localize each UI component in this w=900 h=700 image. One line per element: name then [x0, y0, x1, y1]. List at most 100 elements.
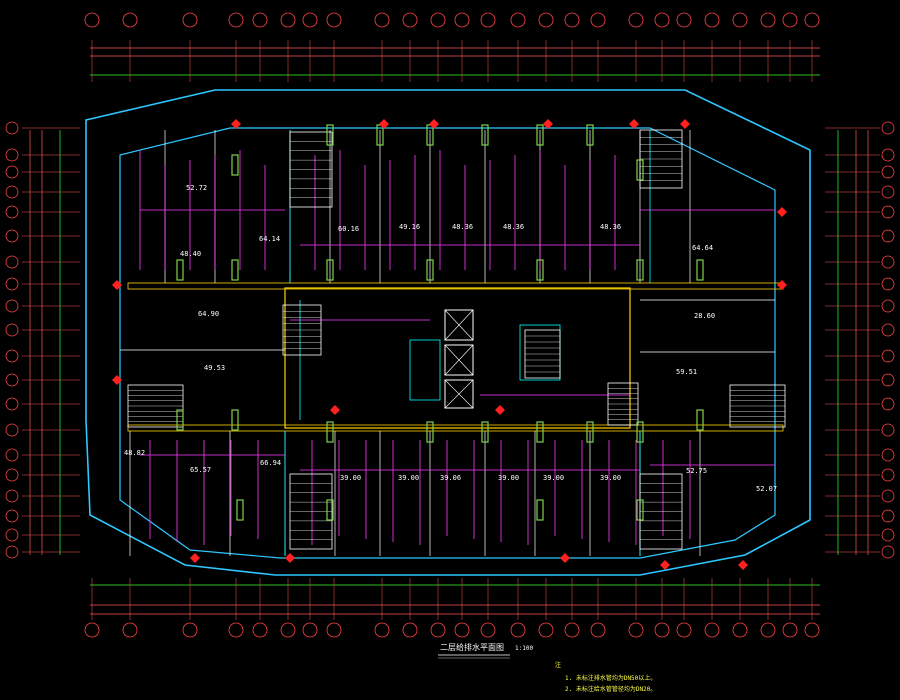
stair-layer	[127, 129, 786, 550]
structural-column	[231, 154, 239, 176]
room-area-label: 65.57	[190, 466, 211, 474]
grid-bubble	[122, 12, 138, 28]
structural-column	[536, 499, 544, 521]
grid-bubble	[5, 205, 19, 219]
grid-bubble	[804, 622, 820, 638]
grid-bubble	[628, 12, 644, 28]
fixture-marker	[660, 560, 670, 570]
fixture-marker	[777, 207, 787, 217]
grid-bubble	[5, 397, 19, 411]
grid-bubble	[5, 148, 19, 162]
structural-column	[236, 499, 244, 521]
grid-bubble	[5, 448, 19, 462]
fixture-marker	[777, 280, 787, 290]
wall-layer	[120, 130, 784, 556]
notes-line-1: 1. 未标注排水管均为DN50以上。	[565, 674, 656, 682]
structural-column	[636, 259, 644, 281]
grid-bubble	[326, 622, 342, 638]
grid-bubble	[654, 12, 670, 28]
drawing-title-block: 二层给排水平面图 1:100	[438, 642, 533, 659]
grid-bubble	[454, 622, 470, 638]
room-area-label: 48.40	[180, 250, 201, 258]
drawing-notes: 注 1. 未标注排水管均为DN50以上。 2. 未标注给水管管径均为DN20。	[555, 661, 656, 693]
structural-column	[536, 421, 544, 443]
grid-bubble	[590, 12, 606, 28]
room-area-label: 39.00	[398, 474, 419, 482]
fixture-marker	[680, 119, 690, 129]
structural-column	[426, 259, 434, 281]
structural-column	[696, 259, 704, 281]
room-area-label: 39.00	[600, 474, 621, 482]
grid-bubble	[804, 12, 820, 28]
grid-bubble	[374, 12, 390, 28]
room-area-label: 48.36	[600, 223, 621, 231]
structural-column	[176, 409, 184, 431]
structural-column	[536, 124, 544, 146]
room-area-label: 48.82	[124, 449, 145, 457]
fixture-marker	[330, 405, 340, 415]
grid-bubble	[5, 277, 19, 291]
fixture-marker	[543, 119, 553, 129]
room-area-label: 66.94	[260, 459, 281, 467]
grid-bubble	[5, 299, 19, 313]
grid-bubble	[881, 373, 895, 387]
grid-bubble	[326, 12, 342, 28]
drawing-scale: 1:100	[515, 645, 533, 652]
grid-bubble	[5, 229, 19, 243]
fixture-markers	[112, 119, 787, 570]
grid-bubble	[5, 185, 19, 199]
grid-bubble	[881, 229, 895, 243]
grid-bubble	[510, 622, 526, 638]
grid-bubble	[564, 622, 580, 638]
room-area-label: 64.14	[259, 235, 280, 243]
grid-bubble	[182, 12, 198, 28]
grid-bubble	[5, 323, 19, 337]
grid-bubble	[5, 423, 19, 437]
grid-bubble	[881, 489, 895, 503]
structural-column	[636, 159, 644, 181]
grid-bubble	[782, 12, 798, 28]
grid-bubble	[881, 323, 895, 337]
grid-bubble	[881, 545, 895, 559]
grid-bubble	[480, 12, 496, 28]
grid-bubble	[480, 622, 496, 638]
grid-bubble	[5, 545, 19, 559]
grid-bubble	[881, 397, 895, 411]
grid-bubble	[881, 277, 895, 291]
room-area-label: 52.75	[686, 467, 707, 475]
grid-bubble	[5, 373, 19, 387]
room-area-label: 48.36	[452, 223, 473, 231]
room-area-label: 28.60	[694, 312, 715, 320]
grid-bubble	[5, 349, 19, 363]
room-area-label: 39.00	[543, 474, 564, 482]
grid-bubble	[704, 12, 720, 28]
fixture-marker	[379, 119, 389, 129]
room-area-label: 59.51	[676, 368, 697, 376]
grid-bubble	[454, 12, 470, 28]
building-inner-outline	[119, 127, 776, 559]
grid-bubble	[628, 622, 644, 638]
fixture-marker	[112, 375, 122, 385]
grid-bubble	[302, 12, 318, 28]
structural-column	[326, 259, 334, 281]
structural-column	[231, 259, 239, 281]
grid-bubble	[881, 528, 895, 542]
grid-bubble	[654, 622, 670, 638]
notes-line-2: 2. 未标注给水管管径均为DN20。	[565, 685, 656, 693]
structural-column	[481, 421, 489, 443]
grid-bubble	[430, 12, 446, 28]
grid-bubble	[881, 509, 895, 523]
room-area-label: 52.72	[186, 184, 207, 192]
grid-bubble	[881, 185, 895, 199]
grid-bubble	[302, 622, 318, 638]
grid-bubble	[182, 622, 198, 638]
structural-column	[326, 124, 334, 146]
room-area-label: 39.00	[340, 474, 361, 482]
grid-bubble	[510, 12, 526, 28]
fixture-marker	[629, 119, 639, 129]
grid-bubble	[564, 12, 580, 28]
fixture-marker	[190, 553, 200, 563]
fixture-marker	[231, 119, 241, 129]
structural-column	[586, 124, 594, 146]
grid-bubble	[760, 12, 776, 28]
